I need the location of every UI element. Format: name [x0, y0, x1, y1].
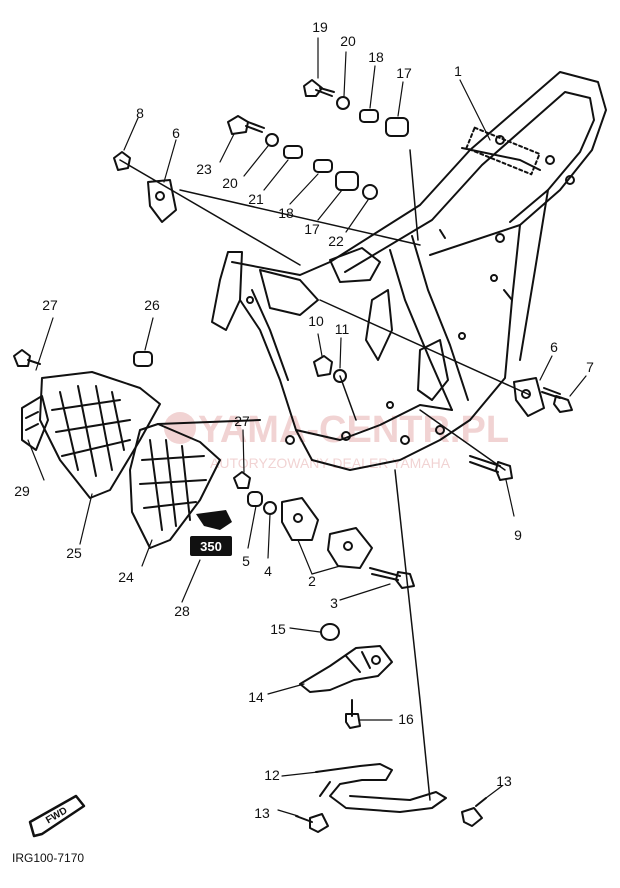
- callout-20-top: 20: [340, 33, 356, 49]
- callout-2: 2: [308, 573, 316, 589]
- nut-8: [113, 151, 131, 171]
- callout-18-top: 18: [368, 49, 384, 65]
- callout-27-left: 27: [42, 297, 58, 313]
- callout-21: 21: [248, 191, 264, 207]
- callout-27-mid: 27: [234, 413, 250, 429]
- screw-27-mid: [233, 471, 251, 489]
- skid-plate-25: [39, 371, 161, 499]
- callout-25: 25: [66, 545, 82, 561]
- washer-20-top: [336, 96, 350, 110]
- watermark: YAMA-CENTR.PL AUTORYZOWANY DEALER YAMAHA: [164, 409, 509, 471]
- washer-22: [362, 184, 378, 200]
- bracket-6-right: [513, 377, 545, 417]
- skid-plate-24: [129, 419, 261, 549]
- callout-24: 24: [118, 569, 134, 585]
- collar-21: [283, 145, 303, 159]
- frame-main: [211, 71, 607, 471]
- bolt-7: [541, 387, 573, 413]
- guard-29: [21, 395, 49, 451]
- callout-18-mid: 18: [278, 205, 294, 221]
- bolt-16: [345, 699, 361, 729]
- callout-numbers: 1 2 3 4 5 6 6 7 8 9 10 11 12 13 13 14 15…: [14, 19, 594, 821]
- washer-20-mid: [265, 133, 279, 147]
- callout-7: 7: [586, 359, 594, 375]
- bolt-9: [469, 455, 513, 481]
- callout-29: 29: [14, 483, 30, 499]
- bolt-13-left: [295, 813, 329, 833]
- collar-18-top: [359, 109, 379, 123]
- callout-17-top: 17: [396, 65, 412, 81]
- bolt-13-right: [461, 797, 487, 827]
- callout-3: 3: [330, 595, 338, 611]
- washer-11: [333, 369, 347, 383]
- bracket-6-left: [147, 179, 177, 223]
- screw-27-left: [13, 349, 41, 367]
- nut-26: [133, 351, 153, 367]
- cap-15: [320, 623, 340, 641]
- emblem-28-text: 350: [200, 539, 222, 554]
- callout-1: 1: [454, 63, 462, 79]
- washer-4: [263, 501, 277, 515]
- callout-6-right: 6: [550, 339, 558, 355]
- callout-16: 16: [398, 711, 414, 727]
- watermark-brand: YAMA-CENTR.PL: [198, 409, 509, 451]
- callout-28: 28: [174, 603, 190, 619]
- callout-12: 12: [264, 767, 280, 783]
- bracket-2-right: [327, 527, 373, 569]
- callout-4: 4: [264, 563, 272, 579]
- callout-15: 15: [270, 621, 286, 637]
- callout-13-right: 13: [496, 773, 512, 789]
- callout-9: 9: [514, 527, 522, 543]
- callout-13-left: 13: [254, 805, 270, 821]
- callout-14: 14: [248, 689, 264, 705]
- bracket-2-left: [281, 497, 319, 541]
- damper-17-top: [385, 117, 409, 137]
- callout-5: 5: [242, 553, 250, 569]
- engine-mount-bolt-19: [303, 79, 335, 97]
- bolt-3: [369, 567, 415, 589]
- stand-12: [315, 763, 447, 813]
- callout-23: 23: [196, 161, 212, 177]
- collar-18-mid: [313, 159, 333, 173]
- callout-22: 22: [328, 233, 344, 249]
- callout-8: 8: [136, 105, 144, 121]
- callout-19: 19: [312, 19, 328, 35]
- callout-lines: [27, 37, 587, 817]
- diagram-code: IRG100-7170: [12, 851, 84, 865]
- callout-11: 11: [335, 321, 350, 337]
- engine-mount-bolt-23: [227, 115, 265, 135]
- leader-lines: [119, 149, 531, 801]
- callout-6-left: 6: [172, 125, 180, 141]
- emblem-28: 350: [190, 510, 232, 556]
- nut-10: [313, 355, 333, 377]
- watermark-tagline: AUTORYZOWANY DEALER YAMAHA: [210, 455, 451, 471]
- callout-20-mid: 20: [222, 175, 238, 191]
- callout-17-mid: 17: [304, 221, 320, 237]
- fwd-arrow-icon: FWD: [28, 794, 86, 838]
- damper-17-mid: [335, 171, 359, 191]
- pedal-14: [299, 645, 393, 693]
- callout-10: 10: [308, 313, 324, 329]
- collar-5: [247, 491, 263, 507]
- callout-26: 26: [144, 297, 160, 313]
